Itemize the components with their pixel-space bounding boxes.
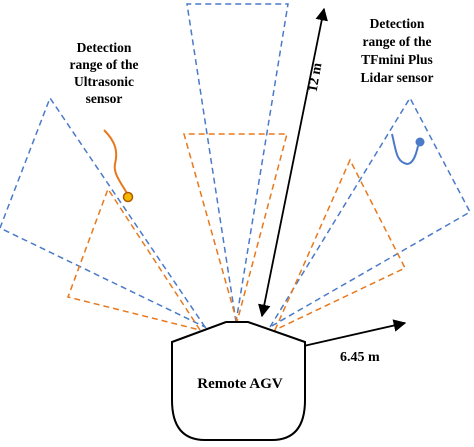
ultrasonic-caption-line-1: Detection bbox=[77, 40, 132, 55]
lidar-range-dimension-line bbox=[258, 7, 328, 318]
lidar-range-left bbox=[0, 96, 208, 329]
lidar-caption-line-3: TFmini Plus bbox=[361, 52, 433, 67]
lidar-pointer-marker bbox=[415, 137, 425, 147]
ultrasonic-caption-line-2: range of the bbox=[70, 57, 139, 72]
lidar-range-right bbox=[269, 96, 472, 328]
ultrasonic-caption-line-4: sensor bbox=[86, 91, 123, 106]
ultrasonic-pointer-line bbox=[103, 129, 129, 196]
ultrasonic-detection-ranges bbox=[67, 133, 407, 332]
ultrasonic-pointer-marker bbox=[122, 191, 134, 203]
lidar-range-center bbox=[186, 3, 289, 323]
lidar-range-label: 12 m bbox=[306, 61, 326, 93]
ultrasonic-range-label: 6.45 m bbox=[340, 350, 380, 365]
ultrasonic-range-right bbox=[273, 158, 407, 332]
ultrasonic-caption-line-3: Ultrasonic bbox=[74, 74, 134, 89]
lidar-caption: Detection range of the TFmini Plus Lidar… bbox=[361, 16, 434, 85]
agv-body bbox=[171, 321, 306, 441]
ultrasonic-caption: Detection range of the Ultrasonic sensor bbox=[70, 40, 139, 106]
ultrasonic-range-center bbox=[183, 133, 288, 325]
agv-label: Remote AGV bbox=[197, 376, 283, 392]
lidar-caption-line-4: Lidar sensor bbox=[361, 70, 434, 85]
lidar-caption-line-2: range of the bbox=[363, 34, 432, 49]
lidar-caption-line-1: Detection bbox=[370, 16, 425, 31]
ultrasonic-range-left bbox=[67, 187, 202, 332]
lidar-pointer-line bbox=[391, 133, 419, 166]
